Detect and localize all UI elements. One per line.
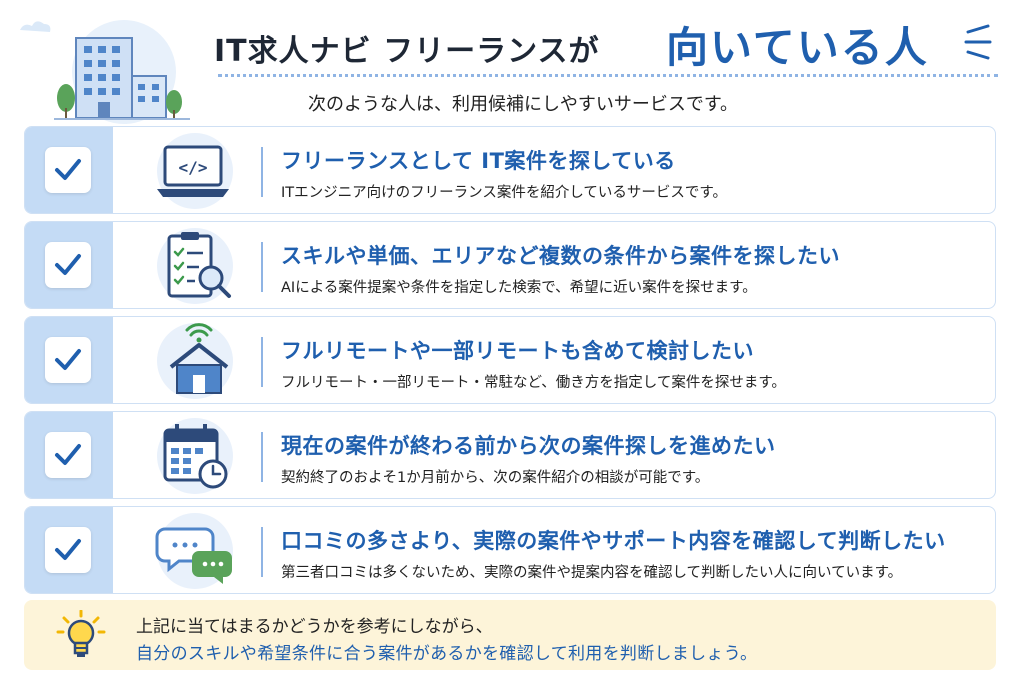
lightbulb-icon [56, 609, 106, 662]
checkmark-icon [55, 349, 81, 370]
speech-bubbles-icon [135, 511, 245, 591]
checkmark-icon [55, 254, 81, 275]
page-title: IT求人ナビ フリーランスが [214, 34, 600, 69]
subtitle: 次のような人は、利用候補にしやすいサービスです。 [308, 94, 739, 115]
card-title: スキルや単価、エリアなど複数の条件から案件を探したい [281, 244, 840, 268]
check-panel [25, 127, 113, 213]
svg-text:</>: </> [179, 158, 208, 177]
page-title-accent: 向いている人 [666, 23, 929, 72]
emphasis-marks-icon [962, 24, 996, 60]
laptop-code-icon: </> [135, 131, 245, 211]
checkmark-icon [55, 539, 81, 560]
feature-card: 現在の案件が終わる前から次の案件探しを進めたい 契約終了のおよそ1か月前から、次… [24, 411, 996, 499]
checkmark-icon [55, 444, 81, 465]
tip-text-line1: 上記に当てはまるかどうかを参考にしながら、 [136, 617, 493, 637]
checkbox[interactable] [45, 337, 91, 383]
checkmark-icon [55, 159, 81, 180]
feature-card: スキルや単価、エリアなど複数の条件から案件を探したい AIによる案件提案や条件を… [24, 221, 996, 309]
feature-card: </> フリーランスとして IT案件を探している ITエンジニア向けのフリーラン… [24, 126, 996, 214]
card-description: 第三者口コミは多くないため、実際の案件や提案内容を確認して判断したい人に向いてい… [281, 565, 903, 581]
card-divider [261, 432, 263, 482]
check-panel [25, 412, 113, 498]
card-title: 現在の案件が終わる前から次の案件探しを進めたい [281, 434, 776, 458]
card-divider [261, 147, 263, 197]
checklist-search-icon [135, 226, 245, 306]
card-title: 口コミの多さより、実際の案件やサポート内容を確認して判断したい [281, 529, 946, 553]
feature-card: フルリモートや一部リモートも含めて検討したい フルリモート・一部リモート・常駐な… [24, 316, 996, 404]
card-divider [261, 337, 263, 387]
checkbox[interactable] [45, 242, 91, 288]
feature-card: 口コミの多さより、実際の案件やサポート内容を確認して判断したい 第三者口コミは多… [24, 506, 996, 594]
check-panel [25, 507, 113, 593]
title-divider [218, 74, 998, 77]
card-divider [261, 527, 263, 577]
card-divider [261, 242, 263, 292]
checkbox[interactable] [45, 432, 91, 478]
card-description: フルリモート・一部リモート・常駐など、働き方を指定して案件を探せます。 [281, 375, 786, 391]
tip-text-line2: 自分のスキルや希望条件に合う案件があるかを確認して利用を判断しましょう。 [136, 644, 758, 664]
tip-box: 上記に当てはまるかどうかを参考にしながら、 自分のスキルや希望条件に合う案件があ… [24, 600, 996, 670]
checkbox[interactable] [45, 147, 91, 193]
checkbox[interactable] [45, 527, 91, 573]
card-title: フルリモートや一部リモートも含めて検討したい [281, 339, 754, 363]
card-title: フリーランスとして IT案件を探している [281, 149, 676, 173]
remote-house-icon [135, 321, 245, 401]
card-description: ITエンジニア向けのフリーランス案件を紹介しているサービスです。 [281, 185, 727, 201]
calendar-clock-icon [135, 416, 245, 496]
check-panel [25, 222, 113, 308]
header: IT求人ナビ フリーランスが 向いている人 [214, 10, 1004, 72]
building-illustration [14, 8, 204, 124]
check-panel [25, 317, 113, 403]
card-description: AIによる案件提案や条件を指定した検索で、希望に近い案件を探せます。 [281, 280, 757, 296]
card-description: 契約終了のおよそ1か月前から、次の案件紹介の相談が可能です。 [281, 470, 710, 486]
